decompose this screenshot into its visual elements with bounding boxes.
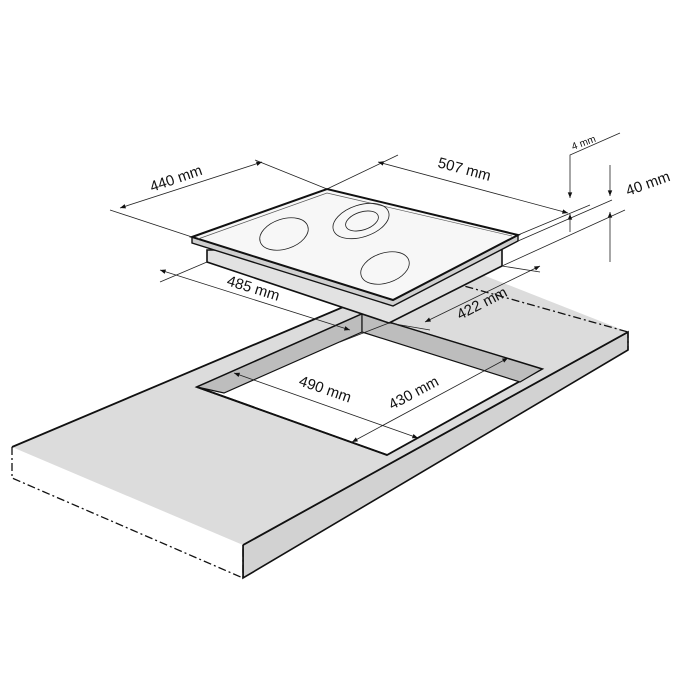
- hob-glass-bevel: [197, 192, 513, 240]
- label-glass-thickness: 4 mm: [570, 134, 597, 153]
- burner-center-inner: [345, 210, 379, 232]
- dim-line-glass-top: [567, 132, 621, 198]
- label-hob-height: 40 mm: [624, 168, 673, 200]
- dim-line-hob-depth: [119, 161, 263, 209]
- dim-line-hob-width: [377, 161, 569, 214]
- burner-left: [259, 217, 309, 251]
- dim-line-body-depth: [424, 265, 541, 323]
- dimension-lines: [109, 132, 626, 443]
- dim-line-body-width: [159, 269, 351, 331]
- countertop-left-face: [12, 447, 243, 578]
- label-hob-depth: 440 mm: [148, 162, 205, 196]
- label-hob-width: 507 mm: [436, 154, 493, 184]
- burner-front-right: [360, 251, 410, 285]
- dim-line-cutout-depth: [351, 357, 509, 443]
